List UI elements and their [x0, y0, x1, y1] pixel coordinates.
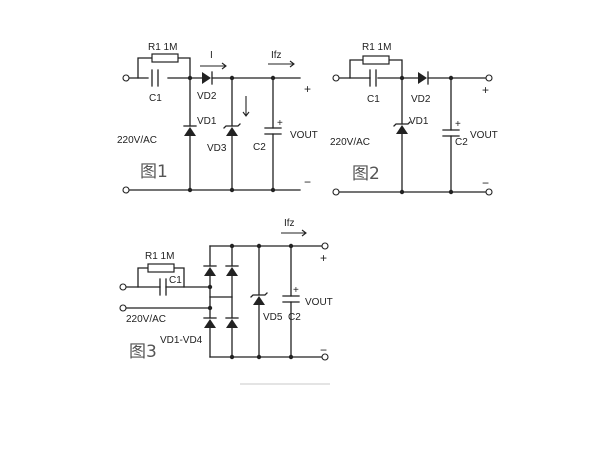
- fig2-r1-loop: [349, 59, 403, 79]
- fig3-r1-resistor: [147, 263, 175, 273]
- fig2-output-terminal-plus: [485, 74, 493, 82]
- fig3-plus-sign: +: [320, 251, 327, 265]
- fig1-vd2-diode: [202, 72, 211, 84]
- fig3-vd5-zener-bar: [250, 292, 268, 298]
- fig1-vd3-diode: [226, 127, 238, 136]
- fig1-node: [229, 75, 235, 81]
- fig3-node: [229, 243, 235, 249]
- figure-2: R1 1M C1 VD2 VD1 C2 + VOUT 220V/AC + − 图…: [330, 42, 498, 196]
- fig2-c2-plus-label: +: [455, 119, 461, 130]
- fig3-r1-loop: [137, 267, 185, 288]
- fig3-node: [207, 284, 213, 290]
- fig3-node: [229, 354, 235, 360]
- fig3-c2-plus-label: +: [293, 285, 299, 296]
- fig1-c1-label: C1: [149, 93, 162, 104]
- fig3-input-terminal-top: [119, 283, 127, 291]
- fig1-node: [270, 75, 276, 81]
- fig1-current-ifz-arrow-icon: [268, 60, 295, 68]
- fig3-node: [256, 243, 262, 249]
- fig3-bridge-diode-4: [226, 319, 238, 328]
- figure-1: R1 1M C1 VD2 VD1 VD3 C2 + VOUT 220V/AC I…: [117, 42, 318, 194]
- fig2-c1-label: C1: [367, 94, 380, 105]
- fig3-minus-sign: −: [320, 343, 327, 357]
- fig2-vd2-label: VD2: [411, 94, 431, 105]
- fig3-c1-label: C1: [169, 275, 182, 286]
- fig2-minus-sign: −: [482, 176, 489, 190]
- fig2-input-terminal-top: [332, 74, 340, 82]
- fig3-vout-label: VOUT: [305, 297, 333, 308]
- fig1-ac-label: 220V/AC: [117, 135, 157, 146]
- fig2-vout-label: VOUT: [470, 130, 498, 141]
- fig3-node: [288, 354, 294, 360]
- fig1-node: [229, 187, 235, 193]
- fig1-plus-sign: +: [304, 82, 311, 96]
- fig3-input-terminal-bottom: [119, 304, 127, 312]
- fig2-vd1-diode: [396, 125, 408, 134]
- fig1-node: [270, 187, 276, 193]
- fig3-caption: 图3: [129, 342, 157, 362]
- fig3-bridge-diode-2: [226, 267, 238, 276]
- fig1-r1-resistor: [151, 53, 179, 63]
- fig3-ac-label: 220V/AC: [126, 314, 166, 325]
- fig3-node: [256, 354, 262, 360]
- fig2-node: [448, 189, 454, 195]
- fig2-vd1-label: VD1: [409, 116, 429, 127]
- fig3-node: [207, 305, 213, 311]
- fig2-node: [448, 75, 454, 81]
- fig3-vd5-label: VD5: [263, 312, 283, 323]
- fig1-c2-plus-label: +: [277, 118, 283, 129]
- fig2-caption: 图2: [352, 164, 380, 184]
- fig3-output-terminal-minus: [321, 353, 329, 361]
- fig3-bridge-diode-1: [204, 267, 216, 276]
- fig3-r1-label: R1 1M: [145, 251, 174, 262]
- figure-3: R1 1M C1 220V/AC VD1-VD4 VD5 C2 + VOUT I…: [119, 218, 333, 362]
- fig1-c2-capacitor: [264, 127, 282, 135]
- fig3-bridge-diode-3: [204, 319, 216, 328]
- fig1-vd3-zener-bar: [223, 123, 241, 129]
- fig2-node: [399, 189, 405, 195]
- fig1-current-i-label: I: [210, 50, 213, 61]
- fig1-vd1-diode: [184, 127, 196, 136]
- fig2-vd1-zener-bar: [393, 121, 411, 127]
- fig2-vd2-diode: [418, 72, 427, 84]
- fig2-input-terminal-bottom: [332, 188, 340, 196]
- fig2-r1-resistor: [362, 55, 390, 65]
- fig3-output-terminal-plus: [321, 242, 329, 250]
- fig1-current-i-arrow-icon: [200, 62, 227, 70]
- fig3-c2-label: C2: [288, 312, 301, 323]
- fig1-c2-label: C2: [253, 142, 266, 153]
- fig1-r1-label: R1 1M: [148, 42, 177, 53]
- fig2-c2-label: C2: [455, 137, 468, 148]
- fig1-current-down-arrow-icon: [242, 96, 250, 117]
- fig2-output-terminal-minus: [485, 188, 493, 196]
- fig3-vd5-diode: [253, 296, 265, 305]
- fig2-r1-label: R1 1M: [362, 42, 391, 53]
- fig1-vd1-label: VD1: [197, 116, 217, 127]
- fig1-caption: 图1: [140, 162, 168, 182]
- fig2-ac-label: 220V/AC: [330, 137, 370, 148]
- fig3-c1-capacitor: [159, 278, 167, 296]
- fig1-input-terminal-bottom: [122, 186, 130, 194]
- fig1-node: [187, 75, 193, 81]
- fig3-bridge-label: VD1-VD4: [160, 335, 203, 346]
- fig1-c1-capacitor: [151, 69, 159, 87]
- fig2-c2-capacitor: [442, 129, 460, 137]
- fig2-plus-sign: +: [482, 83, 489, 97]
- fig2-c1-capacitor: [369, 69, 377, 87]
- fig1-input-terminal-top: [122, 74, 130, 82]
- fig2-node: [399, 75, 405, 81]
- fig1-vd2-label: VD2: [197, 91, 217, 102]
- fig3-current-ifz-arrow-icon: [281, 229, 307, 237]
- fig3-current-ifz-label: Ifz: [284, 218, 295, 229]
- fig3-node: [288, 243, 294, 249]
- fig1-current-ifz-label: Ifz: [271, 50, 282, 61]
- fig1-minus-sign: −: [304, 175, 311, 189]
- fig1-vd3-label: VD3: [207, 143, 227, 154]
- fig1-vout-label: VOUT: [290, 130, 318, 141]
- fig1-node: [187, 187, 193, 193]
- fig1-r1-loop: [137, 57, 191, 79]
- fig3-c2-capacitor: [282, 295, 300, 303]
